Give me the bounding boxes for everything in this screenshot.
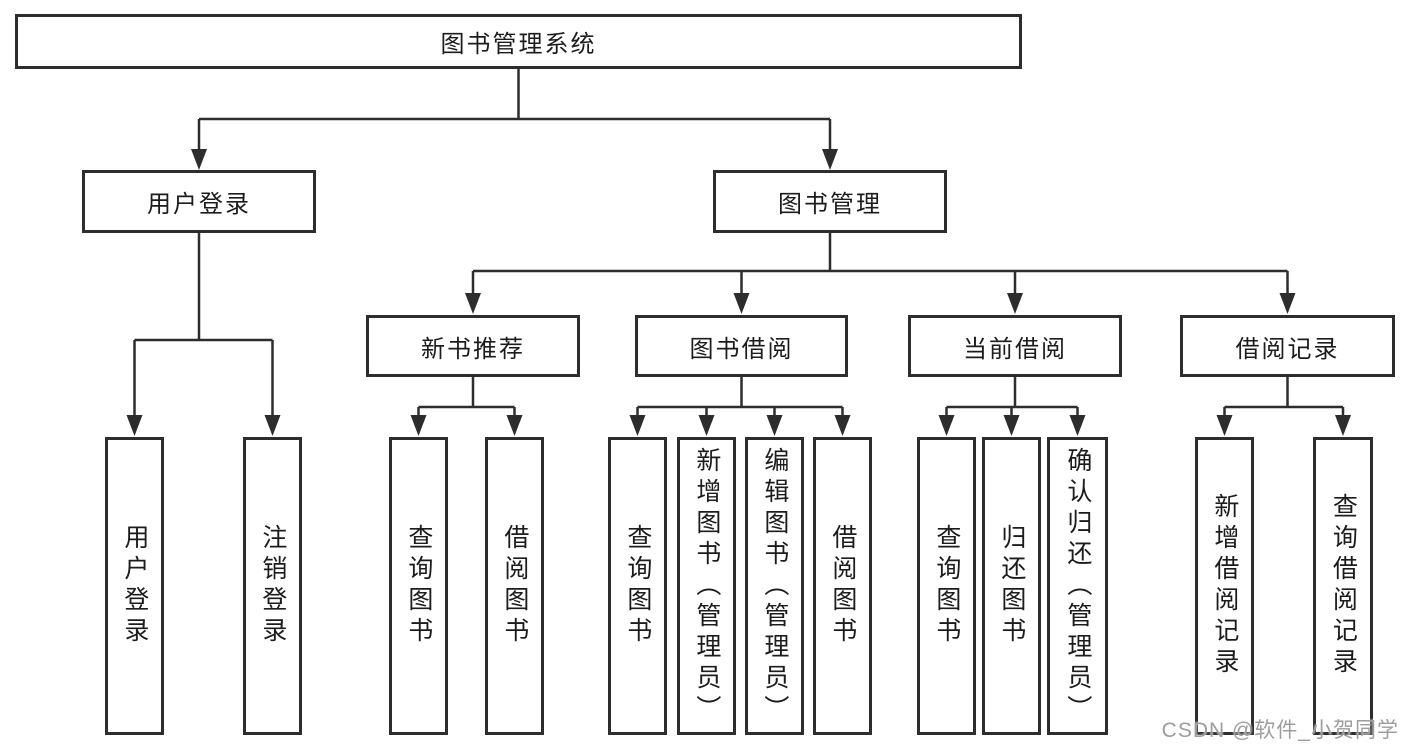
node-label: 图书管理系统 bbox=[440, 31, 597, 58]
node-query-books-borrowing: 查询图书 bbox=[608, 437, 667, 735]
node-label: 新书推荐 bbox=[421, 335, 525, 363]
node-query-books-recommend: 查询图书 bbox=[389, 437, 448, 735]
node-label: 归还图书 bbox=[997, 524, 1026, 648]
node-label: 查询借阅记录 bbox=[1329, 493, 1358, 679]
node-label: 用户登录 bbox=[147, 191, 251, 218]
node-label: 图书借阅 bbox=[689, 335, 794, 363]
node-label: 注销登录 bbox=[258, 524, 287, 648]
node-query-books-current: 查询图书 bbox=[917, 437, 976, 735]
node-borrow-books-borrowing: 借阅图书 bbox=[813, 437, 872, 735]
node-label: 查询图书 bbox=[404, 524, 433, 648]
node-new-book-recommend: 新书推荐 bbox=[366, 315, 580, 377]
csdn-watermark: CSDN @软件_小贺同学 bbox=[1161, 719, 1399, 742]
node-add-borrow-record: 新增借阅记录 bbox=[1195, 437, 1254, 735]
node-confirm-return-admin: 确认归还（管理员） bbox=[1047, 437, 1108, 735]
node-label: 借阅图书 bbox=[500, 524, 529, 648]
node-leaf-user-login: 用户登录 bbox=[105, 437, 164, 735]
node-label: 当前借阅 bbox=[963, 335, 1067, 363]
node-user-login: 用户登录 bbox=[82, 170, 316, 233]
node-borrowing-records: 借阅记录 bbox=[1180, 315, 1395, 377]
node-label: 查询图书 bbox=[932, 524, 961, 648]
node-current-borrowing: 当前借阅 bbox=[908, 315, 1122, 377]
node-leaf-logout: 注销登录 bbox=[243, 437, 302, 735]
connector-paths bbox=[133, 69, 1345, 417]
node-add-books-admin: 新增图书（管理员） bbox=[677, 437, 736, 735]
node-return-books: 归还图书 bbox=[982, 437, 1041, 735]
node-label: 编辑图书（管理员） bbox=[760, 446, 789, 726]
node-label: 借阅图书 bbox=[828, 524, 857, 648]
node-edit-books-admin: 编辑图书（管理员） bbox=[745, 437, 804, 735]
node-label: 查询图书 bbox=[623, 524, 652, 648]
node-library-management-system: 图书管理系统 bbox=[15, 14, 1022, 69]
node-label: 确认归还（管理员） bbox=[1063, 446, 1092, 726]
node-label: 借阅记录 bbox=[1235, 335, 1340, 363]
node-borrow-books-recommend: 借阅图书 bbox=[485, 437, 544, 735]
node-label: 新增借阅记录 bbox=[1210, 493, 1239, 679]
arrowhead-icons bbox=[126, 149, 1351, 436]
node-query-borrow-record: 查询借阅记录 bbox=[1313, 437, 1373, 735]
node-label: 图书管理 bbox=[778, 191, 882, 218]
node-book-borrowing: 图书借阅 bbox=[635, 315, 848, 377]
node-label: 用户登录 bbox=[120, 524, 149, 648]
node-label: 新增图书（管理员） bbox=[692, 446, 721, 726]
node-book-management: 图书管理 bbox=[713, 170, 947, 233]
